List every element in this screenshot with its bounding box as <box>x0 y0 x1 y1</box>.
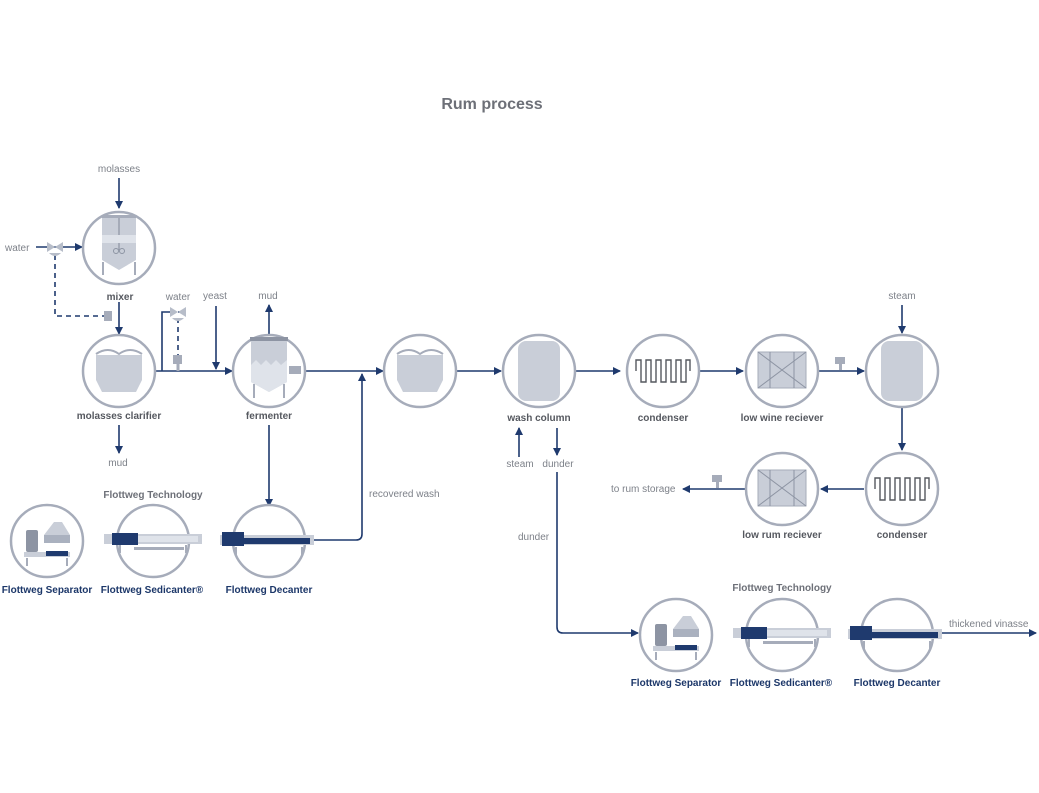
low-wine-receiver-node <box>744 333 820 409</box>
flottweg-left-heading: Flottweg Technology <box>103 490 203 501</box>
label-molasses-clarifier: molasses clarifier <box>77 411 162 422</box>
flottweg-separator-left <box>9 503 85 579</box>
condenser-1-node <box>625 333 701 409</box>
label-steam-left: steam <box>506 459 533 470</box>
label-mud-bottom: mud <box>108 458 127 469</box>
flow-recovered-wash <box>306 373 366 541</box>
flottweg-right-separator-label: Flottweg Separator <box>631 678 722 689</box>
label-wash-column: wash column <box>506 413 570 424</box>
flottweg-decanter-left <box>220 503 314 579</box>
sensor-icon <box>835 357 845 370</box>
molasses-clarifier-node <box>81 333 157 409</box>
label-mixer: mixer <box>107 292 134 303</box>
flottweg-decanter-right <box>848 597 942 673</box>
label-water-mid: water <box>165 292 191 303</box>
low-rum-receiver-node <box>744 451 820 527</box>
label-dunder-long: dunder <box>518 532 550 543</box>
label-mud-top: mud <box>258 291 277 302</box>
control-line-water-valve <box>54 255 104 317</box>
valves <box>47 242 845 488</box>
sensor-icon <box>712 475 722 488</box>
label-water-top: water <box>4 243 30 254</box>
label-condenser-1: condenser <box>638 413 689 424</box>
label-dunder-short: dunder <box>542 459 574 470</box>
condenser-2-node <box>864 451 940 527</box>
flottweg-sedicanter-left <box>104 503 202 579</box>
flottweg-right-decanter-label: Flottweg Decanter <box>854 678 941 689</box>
label-to-rum-storage: to rum storage <box>611 484 676 495</box>
labels: molasses water mixer water yeast mud mol… <box>2 164 1029 689</box>
label-steam-right: steam <box>888 291 915 302</box>
flottweg-right-sedicanter-label: Flottweg Sedicanter® <box>730 678 833 689</box>
sensor-icon <box>104 311 112 321</box>
flottweg-left-sedicanter-label: Flottweg Sedicanter® <box>101 585 204 596</box>
label-condenser-2: condenser <box>877 530 928 541</box>
valve-icon <box>170 307 186 321</box>
flottweg-right-heading: Flottweg Technology <box>732 583 832 594</box>
label-low-rum-receiver: low rum reciever <box>742 530 822 541</box>
label-fermenter: fermenter <box>246 411 292 422</box>
wash-vessel-node <box>382 333 458 409</box>
flottweg-sedicanter-right <box>733 597 831 673</box>
label-molasses: molasses <box>98 164 140 175</box>
flow-lines <box>36 178 1037 637</box>
flow-dunder-to-separator <box>556 472 639 637</box>
page-title: Rum process <box>441 96 542 113</box>
mixer-node <box>81 210 157 286</box>
flow-water-mid <box>161 311 173 371</box>
valve-icon <box>47 242 63 256</box>
flottweg-left-decanter-label: Flottweg Decanter <box>226 585 313 596</box>
label-recovered-wash: recovered wash <box>369 489 440 500</box>
label-thickened-vinasse: thickened vinasse <box>949 619 1029 630</box>
flottweg-separator-right <box>638 597 714 673</box>
fermenter-node <box>231 333 307 409</box>
sensor-icon <box>173 355 182 364</box>
still-node <box>864 333 940 409</box>
label-low-wine-receiver: low wine reciever <box>741 413 824 424</box>
flottweg-left-separator-label: Flottweg Separator <box>2 585 93 596</box>
label-yeast: yeast <box>203 291 227 302</box>
wash-column-node <box>501 333 577 409</box>
